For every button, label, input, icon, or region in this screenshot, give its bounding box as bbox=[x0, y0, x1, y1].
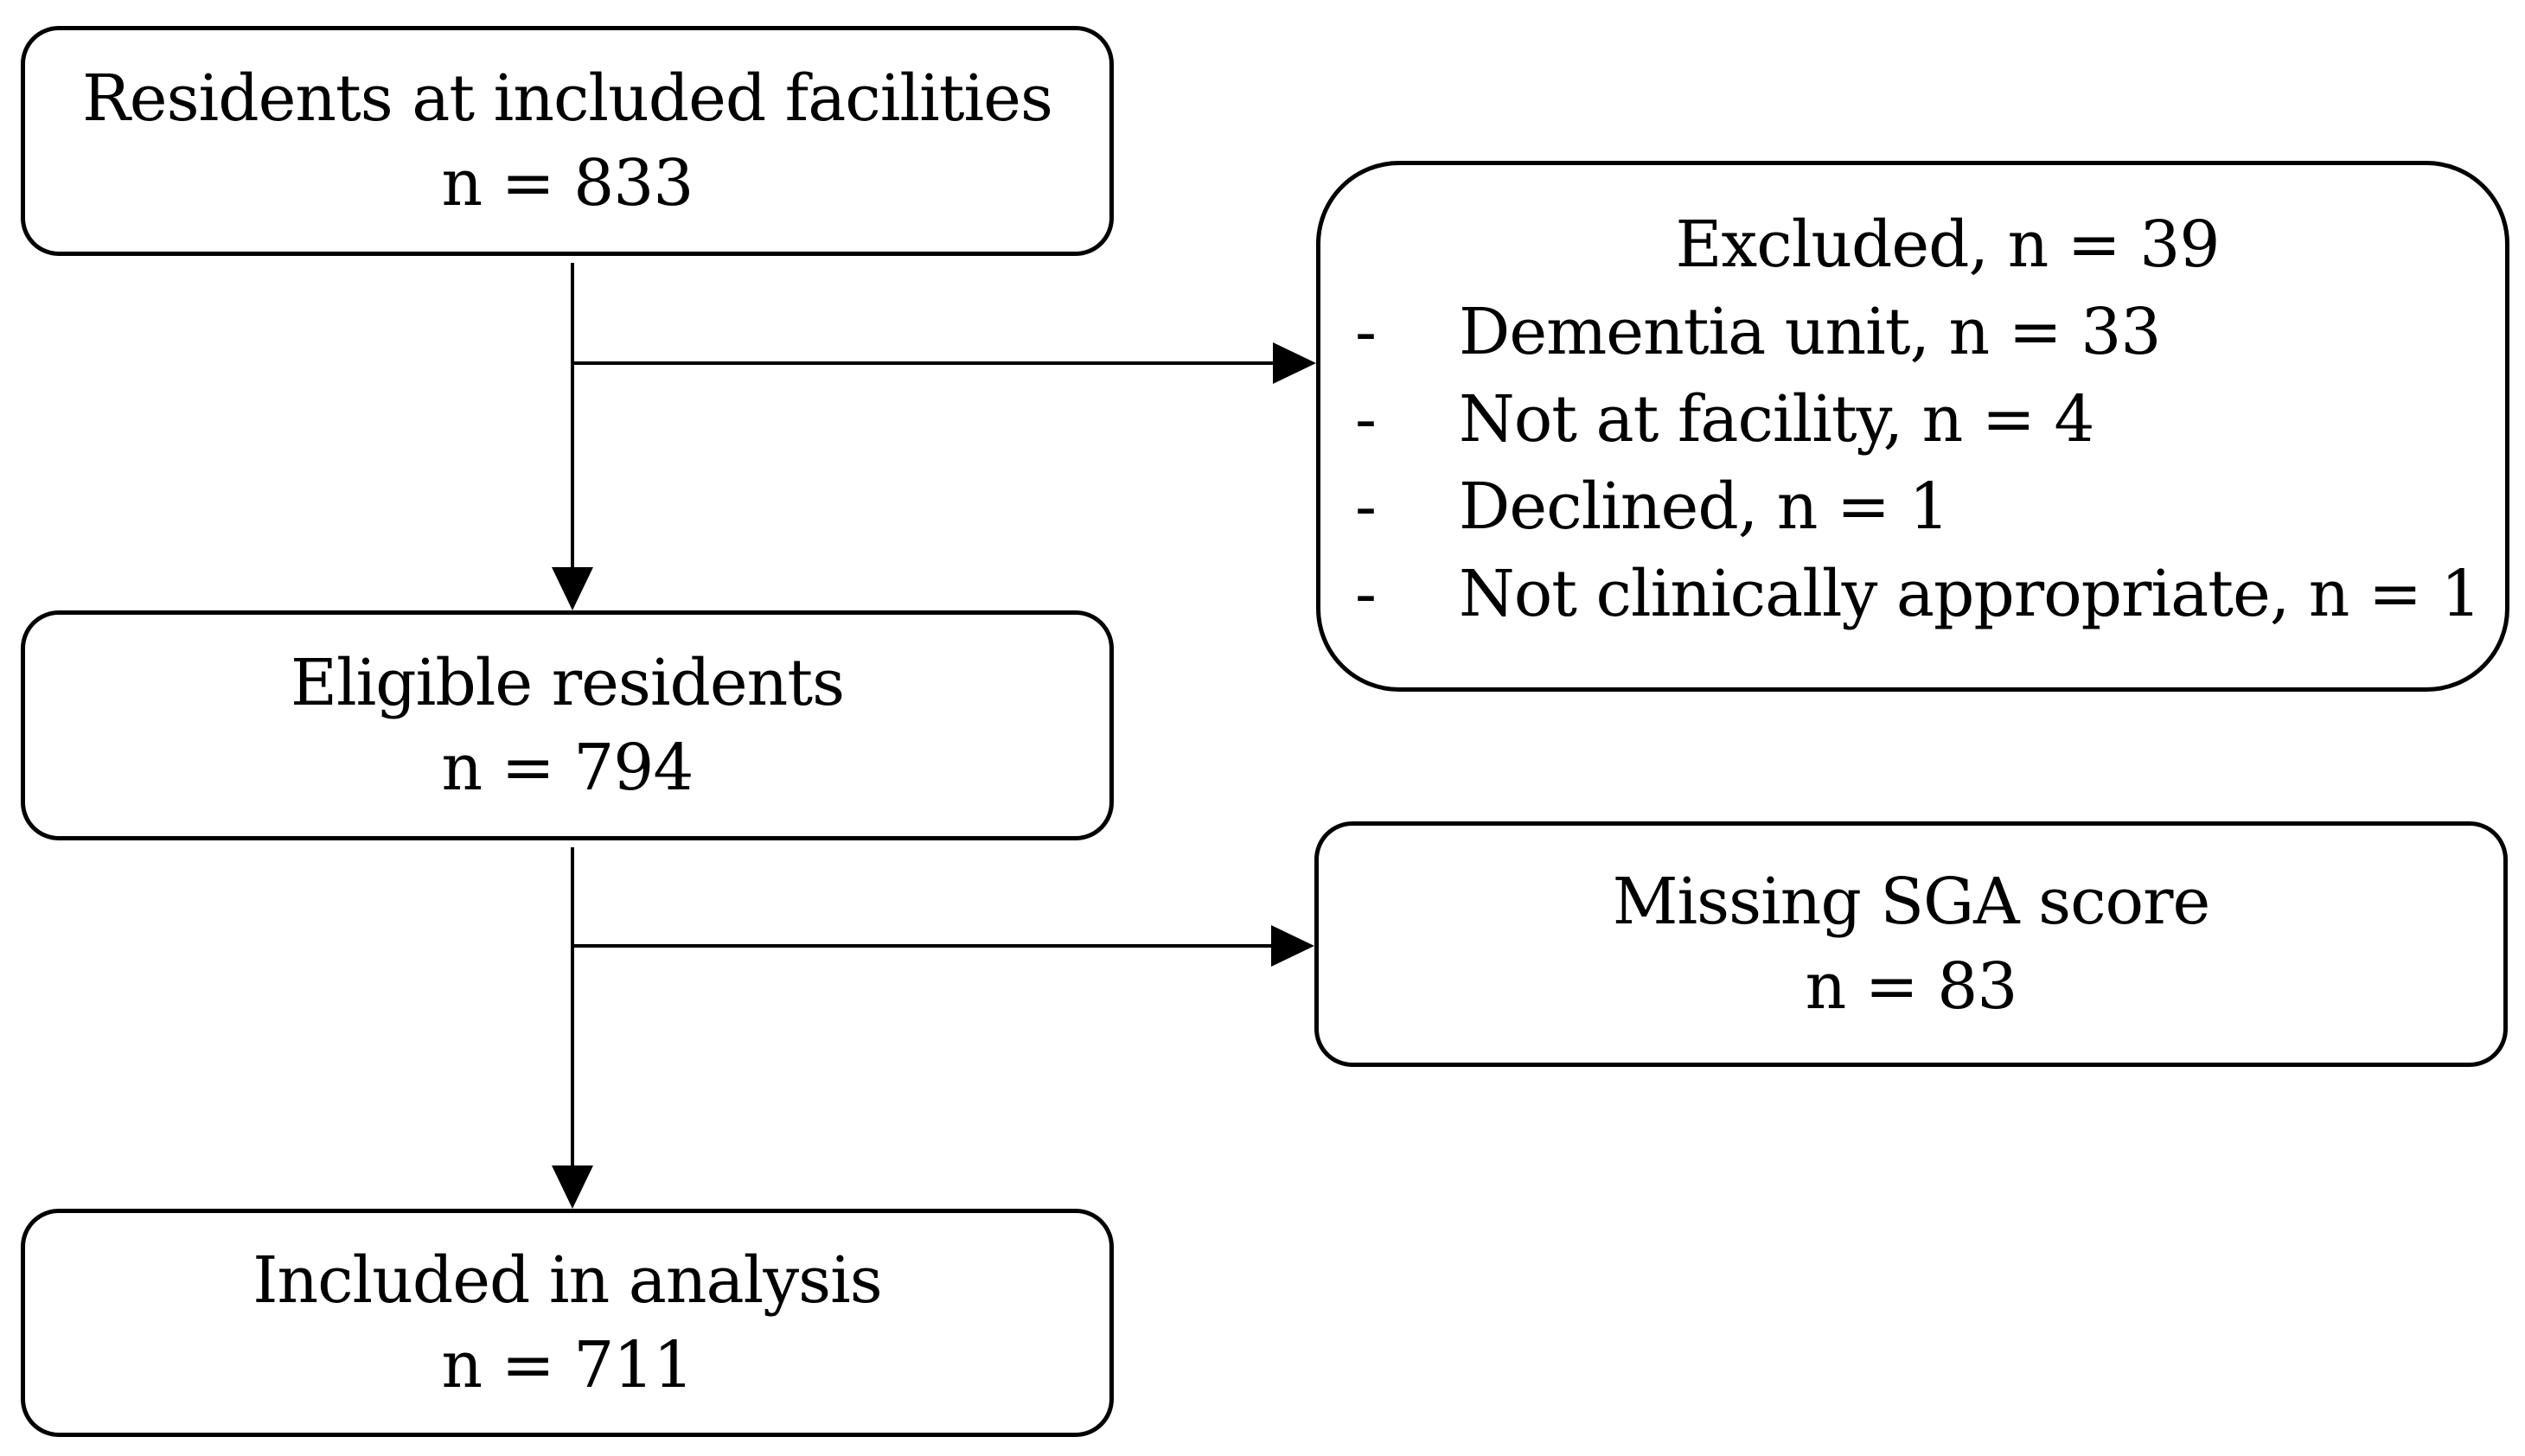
residents-title: Residents at included facilities bbox=[82, 61, 1053, 136]
excluded-item-label: Not at facility, n = 4 bbox=[1459, 382, 2094, 457]
excluded-item-declined: - Declined, n = 1 bbox=[1320, 463, 2505, 551]
bullet-dash: - bbox=[1355, 469, 1377, 544]
arrowhead-branch-to-excluded bbox=[1273, 342, 1316, 384]
excluded-box: Excluded, n = 39 - Dementia unit, n = 33… bbox=[1316, 161, 2509, 692]
bullet-dash: - bbox=[1355, 295, 1377, 369]
bullet-dash: - bbox=[1355, 382, 1377, 457]
included-box: Included in analysis n = 711 bbox=[21, 1209, 1114, 1437]
eligible-box: Eligible residents n = 794 bbox=[21, 610, 1114, 840]
missing-title: Missing SGA score bbox=[1612, 865, 2211, 939]
excluded-item-not-clinically-appropriate: - Not clinically appropriate, n = 1 bbox=[1320, 551, 2505, 638]
residents-box: Residents at included facilities n = 833 bbox=[21, 26, 1114, 256]
missing-sga-box: Missing SGA score n = 83 bbox=[1314, 821, 2508, 1067]
excluded-title: Excluded, n = 39 bbox=[1675, 208, 2221, 282]
arrowhead-eligible-to-included bbox=[552, 1165, 593, 1209]
excluded-item-label: Not clinically appropriate, n = 1 bbox=[1459, 557, 2482, 631]
bullet-dash: - bbox=[1355, 557, 1377, 631]
excluded-item-label: Dementia unit, n = 33 bbox=[1459, 295, 2161, 369]
included-count: n = 711 bbox=[441, 1328, 694, 1402]
eligible-count: n = 794 bbox=[441, 731, 694, 805]
missing-count: n = 83 bbox=[1805, 949, 2018, 1024]
excluded-item-label: Declined, n = 1 bbox=[1459, 469, 1950, 544]
excluded-item-dementia-unit: - Dementia unit, n = 33 bbox=[1320, 289, 2505, 376]
eligible-title: Eligible residents bbox=[290, 646, 845, 720]
arrowhead-residents-to-eligible bbox=[552, 567, 593, 610]
residents-count: n = 833 bbox=[441, 146, 694, 220]
excluded-item-not-at-facility: - Not at facility, n = 4 bbox=[1320, 376, 2505, 463]
arrowhead-branch-to-missing bbox=[1271, 925, 1314, 967]
included-title: Included in analysis bbox=[252, 1243, 883, 1318]
